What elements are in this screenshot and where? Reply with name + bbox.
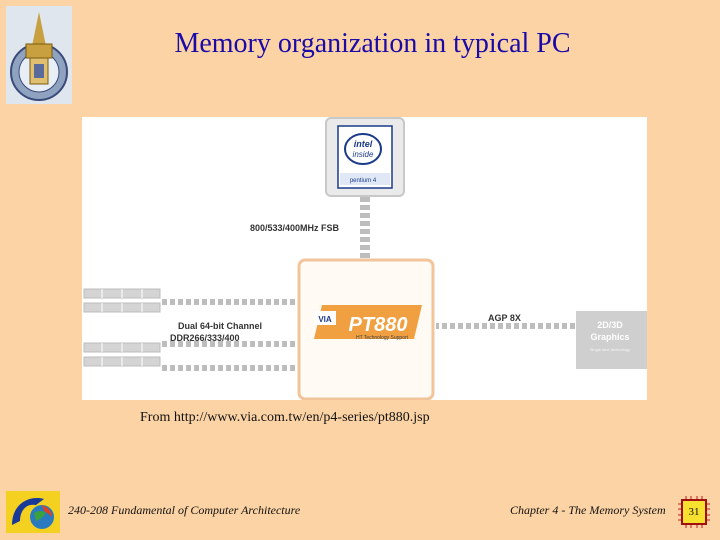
memory-label-line2: DDR266/333/400 — [170, 333, 240, 343]
memory-modules — [84, 289, 160, 366]
chipset-prefix: VIA — [318, 315, 332, 324]
chipset-sub: HT Technology Support — [356, 335, 409, 341]
page-chip-icon: 31 — [678, 496, 710, 528]
faculty-globe-logo — [6, 491, 60, 533]
cpu-badge-line2: inside — [353, 150, 374, 159]
cpu-badge-line1: intel — [354, 139, 373, 149]
chipset-box: VIA PT880 HT Technology Support — [299, 260, 433, 399]
footer-course-title: 240-208 Fundamental of Computer Architec… — [68, 503, 300, 518]
graphics-sub: Single lane technology — [590, 347, 630, 352]
memory-label-line1: Dual 64-bit Channel — [178, 321, 262, 331]
fsb-label: 800/533/400MHz FSB — [250, 223, 340, 233]
agp-bus — [436, 323, 576, 329]
graphics-box: 2D/3D Graphics Single lane technology — [576, 311, 647, 369]
cpu-box: intel inside pentium 4 — [326, 118, 404, 196]
cpu-badge-footer: pentium 4 — [350, 178, 377, 184]
agp-label: AGP 8X — [488, 313, 521, 323]
chipset-name: PT880 — [349, 314, 408, 336]
graphics-line2: Graphics — [590, 332, 629, 342]
fsb-bus — [360, 195, 370, 259]
slide-title: Memory organization in typical PC — [0, 28, 720, 60]
page-number: 31 — [678, 496, 710, 528]
source-caption: From http://www.via.com.tw/en/p4-series/… — [140, 410, 430, 426]
pc-architecture-diagram: intel inside pentium 4 800/533/400MHz FS… — [82, 117, 647, 400]
footer-chapter-title: Chapter 4 - The Memory System — [510, 503, 666, 518]
graphics-line1: 2D/3D — [597, 320, 623, 330]
